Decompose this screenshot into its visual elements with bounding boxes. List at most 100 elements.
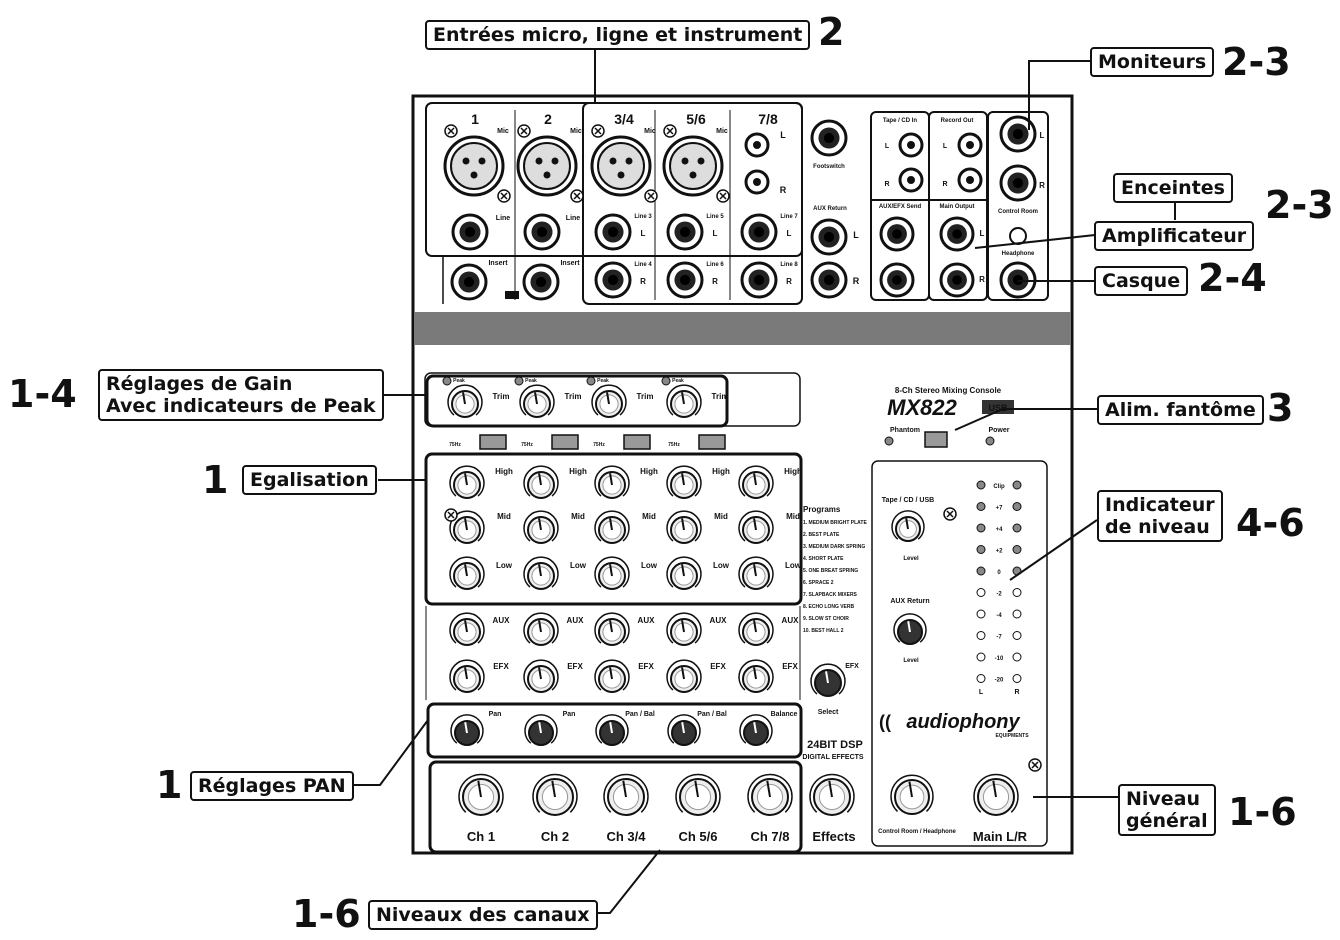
aux-efx-send-label: AUX/EFX Send (879, 204, 922, 210)
main-r: R (979, 275, 985, 284)
program-9: 9. SLOW ST CHOIR (803, 616, 849, 622)
aux-return-l-label: L (853, 230, 859, 240)
meter-led-r-1 (1012, 480, 1022, 490)
callout-headphones-number: 2-4 (1198, 256, 1267, 300)
insert-label-2: Insert (560, 260, 580, 267)
control-room-knob-scale (890, 774, 934, 812)
tape-level-label: Level (903, 556, 919, 562)
stereo-line-jack-3-center (679, 226, 691, 238)
meter-led-l-2 (976, 502, 986, 511)
callout-gain-number: 1-4 (8, 372, 77, 416)
trim-knob-1-pointer (462, 392, 466, 405)
meter-led-r-8 (1012, 631, 1022, 640)
eq-low-knob-4-scale (666, 556, 702, 588)
rear-panel (425, 102, 1049, 305)
rca-rec-l-pin (966, 141, 974, 149)
cr-l: L (1040, 131, 1045, 140)
hz-label-2: 75Hz (521, 442, 533, 448)
peak-label-4: Peak (672, 378, 684, 384)
line-input-side-4: R (712, 277, 718, 286)
eq-high-knob-3-pointer (609, 473, 613, 486)
tape-cd-in-label: Tape / CD In (883, 118, 918, 124)
rca-line7-side: L (780, 130, 786, 140)
aux-knob-4-scale (666, 612, 702, 644)
model-name: MX822 (887, 395, 957, 420)
program-4: 4. SHORT PLATE (803, 556, 844, 562)
tape-l: L (885, 143, 890, 150)
peak-led-3 (586, 376, 596, 386)
main-lr-knob-scale (973, 773, 1019, 813)
insert-jack-2-center (535, 276, 547, 288)
channel-name-3: Ch 3/4 (606, 829, 646, 844)
meter-label-4: +2 (996, 549, 1004, 555)
aux-return-label: AUX Return (813, 206, 847, 212)
eq-high-knob-2-scale (523, 465, 559, 497)
level-knob-3-scale (603, 773, 649, 813)
xlr-input-1-pin3 (470, 171, 478, 179)
xlr-input-4-pin1 (681, 157, 689, 165)
trim-label-2: Trim (565, 392, 582, 401)
efx-knob-2-scale (523, 659, 559, 691)
stereo-line-jack-2-center (607, 274, 619, 286)
xlr-screw-top-1-cross (447, 127, 455, 135)
xlr-input-2-pin2 (551, 157, 559, 165)
program-2: 2. BEST PLATE (803, 532, 840, 538)
eq-mid-label-1: Mid (497, 512, 511, 521)
peak-label-2: Peak (525, 378, 537, 384)
eq-low-knob-2-scale (523, 556, 559, 588)
channel-number-5: 7/8 (758, 111, 778, 127)
meter-led-l-7 (976, 609, 986, 619)
xlr-screw-bot-3-cross (647, 192, 655, 200)
main-lr-label: Main L/R (973, 829, 1028, 844)
eq-low-knob-3-pointer (609, 564, 613, 577)
aux-label-5: AUX (782, 616, 800, 625)
divider-band (414, 312, 1071, 345)
meter-label-8: -7 (996, 635, 1002, 641)
xlr-input-3-pin2 (625, 157, 633, 165)
eq-mid-knob-1-pointer (464, 518, 468, 531)
efx-knob-5-scale (738, 659, 774, 691)
xlr-input-3-ring (597, 142, 645, 190)
peak-led-1 (442, 376, 452, 386)
level-knob-5-scale (747, 773, 793, 813)
xlr-input-4-pin3 (689, 171, 697, 179)
xlr-screw-bot-4-cross (719, 192, 727, 200)
efx-label-3: EFX (638, 662, 654, 671)
pan-knob-5-scale (739, 714, 773, 744)
digital-effects-label: DIGITAL EFFECTS (802, 754, 864, 761)
level-knob-4-scale (675, 773, 721, 813)
channel-number-2: 2 (544, 111, 552, 127)
pan-knob-1-scale (450, 714, 484, 744)
xlr-input-4-ring (669, 142, 717, 190)
phantom-switch (924, 431, 948, 448)
trim-label-3: Trim (637, 392, 654, 401)
brand-name: audiophony (906, 711, 1020, 733)
xlr-input-1-pin2 (478, 157, 486, 165)
efx-knob-2-pointer (538, 667, 542, 680)
eq-low-label-4: Low (713, 561, 730, 570)
line-input-side-5: L (787, 229, 792, 238)
program-3: 3. MEDIUM DARK SPRING (803, 544, 865, 550)
channel-number-4: 5/6 (686, 111, 706, 127)
callout-channel-levels-number: 1-6 (292, 892, 361, 936)
pan-label-5: Balance (771, 711, 798, 718)
xlr-input-3-pin3 (617, 171, 625, 179)
effect-select-efx: EFX (845, 663, 859, 670)
eq-mid-knob-5-scale (738, 510, 774, 542)
eq-low-label-2: Low (570, 561, 587, 570)
callout-monitors: Moniteurs (1090, 47, 1215, 77)
pan-knob-3-scale (595, 714, 629, 744)
rec-r: R (942, 181, 947, 188)
pan-knob-2-pointer (538, 722, 542, 734)
line-input-side-6: R (786, 277, 792, 286)
select-label: Select (818, 709, 839, 716)
trim-knob-2-scale (519, 384, 555, 416)
meter-led-l-8 (976, 631, 986, 640)
callout-phantom: Alim. fantôme (1097, 395, 1264, 425)
meter-led-l-3 (976, 523, 986, 533)
meter-led-r-2 (1012, 502, 1022, 511)
xlr-input-2-pin1 (535, 157, 543, 165)
eq-high-label-3: High (640, 467, 658, 476)
pan-label-2: Pan (563, 711, 576, 718)
